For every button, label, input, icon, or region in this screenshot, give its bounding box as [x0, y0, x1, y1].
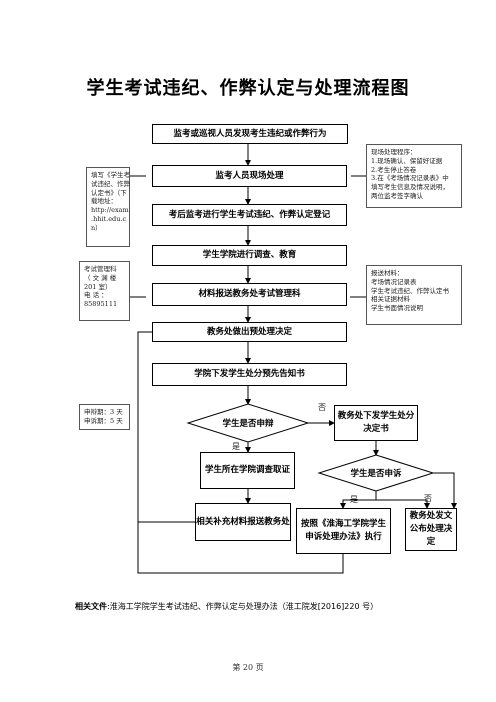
note-fill-form: 填写《学生考 试违纪、作弊 认定书》（下 载地址： http://exam .h… — [86, 167, 130, 247]
step-detect-violation: 监考或巡视人员发现考生违纪或作弊行为 — [152, 124, 348, 144]
step-collect-evidence: 学生所在学院调查取证 — [200, 452, 295, 489]
note-submission-materials: 报送材料： 考场情况记录表 学生考试违纪、作弊认定书 相关证据材料 学生书面情况… — [366, 265, 462, 325]
step-complaint-procedure: 按照《淮海工学院学生申诉处理办法》执行 — [296, 508, 391, 554]
step-issue-decision: 教务处下发学生处分决定书 — [334, 405, 418, 441]
step-preliminary-decision: 教务处做出预处理决定 — [152, 322, 347, 342]
step-submit-materials: 材料报送教务处考试管理科 — [152, 283, 347, 306]
related-document-label: 相关文件 — [75, 602, 107, 611]
decision-complaint-label: 学生是否申诉 — [350, 469, 402, 479]
branch-appeal-yes: 是 — [232, 442, 240, 451]
page-number: 第 20 页 — [232, 663, 264, 672]
note-appeal-periods: 申辩期：3 天 申诉期：5 天 — [79, 404, 130, 430]
step-register-violation: 考后监考进行学生考试违纪、作弊认定登记 — [152, 204, 347, 226]
related-document-reference: 相关文件:淮海工学院学生考试违纪、作弊认定与处理办法（淮工院发[2016]220… — [75, 601, 378, 612]
step-college-investigation: 学生学院进行调查、教育 — [152, 245, 347, 266]
step-supplement-materials: 相关补充材料报送教务处 — [195, 503, 291, 541]
page-title: 学生考试违纪、作弊认定与处理流程图 — [86, 78, 410, 99]
related-document-text: :淮海工学院学生考试违纪、作弊认定与处理办法（淮工院发[2016]220 号） — [107, 602, 379, 611]
decision-diamond-appeal — [186, 403, 310, 443]
step-onsite-handling: 监考人员现场处理 — [152, 165, 347, 187]
branch-complaint-yes: 是 — [350, 495, 358, 504]
note-onsite-procedure: 现场处理程序： 1.现场确认、保留好证据 2.考生停止答卷 3.在《考场情况记录… — [366, 144, 462, 208]
branch-appeal-no: 否 — [318, 403, 326, 412]
decision-diamond-complaint — [317, 454, 435, 492]
decision-appeal-label: 学生是否申辩 — [222, 419, 274, 429]
step-publish-decision: 教务处发文公布处理决定 — [405, 508, 457, 551]
note-exam-office-contact: 考试管理科 （ 文 渊 楼 201 室） 电 话 ： 85895111 — [79, 261, 130, 321]
step-issue-notice: 学院下发学生处分预先告知书 — [152, 363, 347, 386]
branch-complaint-no: 否 — [424, 494, 432, 503]
